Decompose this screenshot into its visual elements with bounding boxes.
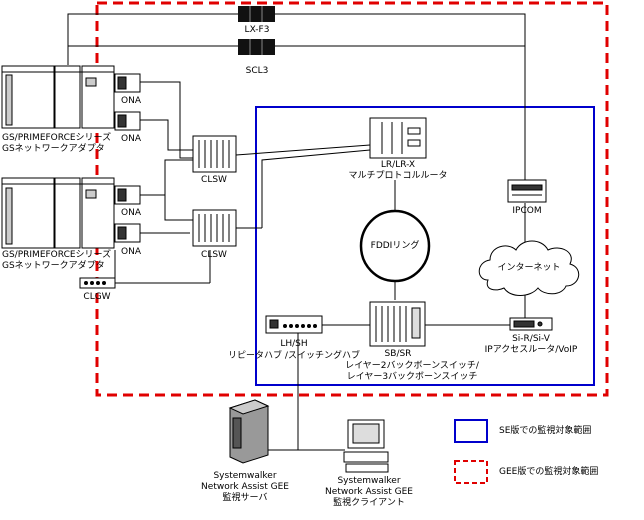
legend-gee-label: GEE版での監視対象範囲 xyxy=(499,467,599,477)
ona-label-1: ONA xyxy=(121,96,141,106)
internet-cloud xyxy=(478,240,580,296)
legend-se-swatch xyxy=(454,419,488,443)
ona-label-4: ONA xyxy=(121,247,141,257)
sir-title-label: Si-R/Si-V xyxy=(512,334,550,344)
monitoring-server-device xyxy=(228,399,270,464)
ipcom-label: IPCOM xyxy=(512,206,542,216)
lr-router-device xyxy=(369,117,427,159)
mainframe-upper xyxy=(1,65,115,129)
gs-series-label-2: GS/PRIMEFORCEシリーズ xyxy=(2,250,112,260)
sbsr-sub-label-2: レイヤー3バックボーンスイッチ xyxy=(346,372,478,382)
clsw-label-2: CLSW xyxy=(201,250,227,260)
internet-label: インターネット xyxy=(497,263,561,273)
lhsh-title-label: LH/SH xyxy=(280,339,308,349)
sbsr-switch-device xyxy=(369,301,426,347)
client-label-3: 監視クライアント xyxy=(333,498,405,508)
clgw-label: CLGW xyxy=(83,292,111,302)
sbsr-title-label: SB/SR xyxy=(384,349,412,359)
lhsh-sub-label: リピータハブ /スイッチングハブ xyxy=(228,351,360,361)
legend-gee-swatch xyxy=(454,460,488,484)
ona-devices-lower xyxy=(114,185,141,243)
mainframe-lower xyxy=(1,177,115,249)
monitoring-client-device xyxy=(343,419,389,473)
client-label-2: Network Assist GEE xyxy=(325,487,413,497)
lr-sub-label: マルチプロトコルルータ xyxy=(348,171,448,181)
clsw-label-1: CLSW xyxy=(201,175,227,185)
se-scope-boundary xyxy=(255,106,595,386)
lxf3-device xyxy=(238,6,275,22)
fddi-ring xyxy=(359,209,431,283)
clsw-device-upper xyxy=(192,135,237,173)
lr-title-label: LR/LR-X xyxy=(380,160,416,170)
connection-lines xyxy=(67,13,526,451)
sir-router-device xyxy=(509,317,553,331)
gs-adapter-label-2: GSネットワークアダプタ xyxy=(2,261,105,271)
ipcom-device xyxy=(507,179,547,203)
gs-series-label-1: GS/PRIMEFORCEシリーズ xyxy=(2,133,112,143)
sir-sub-label: IPアクセスルータ/VoIP xyxy=(484,345,578,355)
clgw-device xyxy=(79,277,116,289)
lxf3-label: LX-F3 xyxy=(244,25,270,35)
sbsr-sub-label-1: レイヤー2バックボーンスイッチ/ xyxy=(345,361,479,371)
ona-label-3: ONA xyxy=(121,208,141,218)
lhsh-hub-device xyxy=(265,315,323,334)
scl3-label: SCL3 xyxy=(245,66,269,76)
gs-adapter-label-1: GSネットワークアダプタ xyxy=(2,144,105,154)
legend-se-label: SE版での監視対象範囲 xyxy=(499,426,592,436)
ona-label-2: ONA xyxy=(121,134,141,144)
client-label-1: Systemwalker xyxy=(337,476,401,486)
fddi-label: FDDIリング xyxy=(370,241,420,251)
ona-devices-upper xyxy=(114,73,141,131)
server-label-1: Systemwalker xyxy=(213,471,277,481)
clsw-device-lower xyxy=(192,209,237,247)
server-label-3: 監視サーバ xyxy=(222,493,268,503)
scl3-device xyxy=(238,39,275,55)
server-label-2: Network Assist GEE xyxy=(201,482,289,492)
